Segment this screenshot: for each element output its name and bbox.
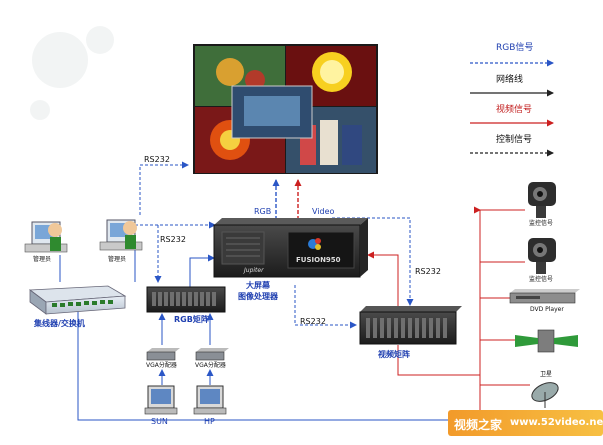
hp-label: HP (204, 417, 215, 426)
background-decoration (30, 26, 114, 120)
hp-workstation (193, 385, 227, 415)
legend-control-label: 控制信号 (496, 135, 533, 145)
rgb-matrix-device (146, 286, 226, 313)
vga-splitter-2 (195, 348, 229, 361)
video-wall (193, 44, 378, 174)
processor-device (213, 218, 368, 278)
processor-label-line1: 大屏幕 (246, 281, 270, 290)
satellite-label: 卫星 (540, 371, 553, 378)
rgb-matrix-label: RGB矩阵 (174, 315, 209, 324)
rgb-arrow-label: RGB (254, 207, 272, 216)
hub-label: 集线器/交换机 (34, 319, 85, 328)
processor-brand: FUSION950 (296, 256, 341, 264)
video-matrix-device (359, 306, 462, 345)
legend-video-label: 视频信号 (496, 105, 533, 115)
admin-1-label: 管理员 (33, 256, 52, 263)
camera-1 (528, 182, 556, 218)
camera-1-label: 监控信号 (529, 220, 554, 227)
camera-2 (528, 238, 556, 274)
sun-label: SUN (151, 417, 168, 426)
legend-network-label: 网络线 (496, 75, 524, 85)
rs232-right-label: RS232 (415, 267, 441, 276)
watermark-left: 视频之家 (454, 418, 503, 432)
processor-model: Jupiter (244, 267, 264, 274)
sun-workstation (144, 385, 178, 415)
watermark-right: www.52video.net (510, 417, 603, 428)
rs232-mid-label: RS232 (300, 317, 326, 326)
admin-2-label: 管理员 (108, 256, 127, 263)
vga-splitter-2-label: VGA分配器 (195, 362, 226, 369)
rs232-top-label: RS232 (144, 155, 170, 164)
connections (59, 161, 530, 430)
satellite-dish (531, 382, 559, 408)
legend (470, 59, 554, 157)
dvd-label: DVD Player (530, 306, 564, 313)
watermark-banner: 视频之家 www.52video.net (448, 410, 603, 436)
rs232-left-label: RS232 (160, 235, 186, 244)
dvd-player (509, 289, 580, 304)
vga-splitter-1-label: VGA分配器 (146, 362, 177, 369)
vga-splitter-1 (146, 348, 180, 361)
admin-pc-1 (24, 221, 68, 253)
satellite-receiver (515, 329, 578, 353)
processor-label-line2: 图像处理器 (238, 292, 278, 301)
legend-rgb-label: RGB信号 (496, 43, 534, 53)
admin-pc-2 (99, 219, 143, 251)
hub-switch (28, 285, 127, 315)
camera-2-label: 监控信号 (529, 276, 554, 283)
video-matrix-label: 视频矩阵 (378, 350, 410, 359)
video-arrow-label: Video (312, 207, 335, 216)
